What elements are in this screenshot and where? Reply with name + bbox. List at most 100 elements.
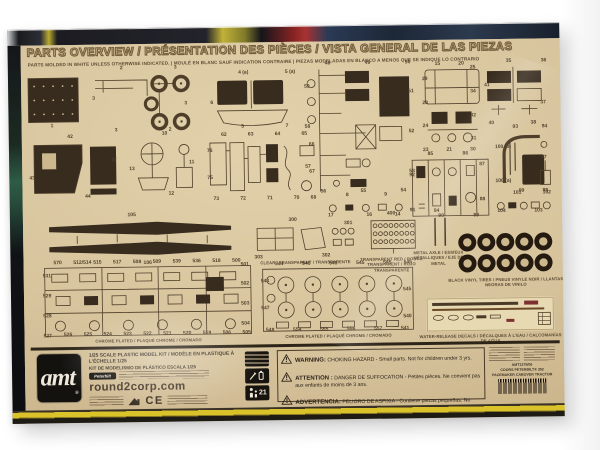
part-number: 545: [403, 258, 412, 265]
part-number: 300: [288, 216, 297, 223]
part-number: 520: [182, 330, 192, 337]
part-number: 1: [50, 123, 54, 130]
part-number: 32: [470, 111, 477, 118]
part-number: 103: [534, 207, 543, 214]
part-number: 544: [275, 260, 284, 267]
warning-row-en: WARNING: CHOKING HAZARD - Small parts. N…: [280, 350, 481, 370]
part-number: 13: [129, 166, 135, 173]
part-number: 56: [320, 188, 327, 195]
part-number: 67: [309, 168, 315, 175]
part-number: 105: [127, 212, 136, 219]
part-number: 34: [470, 88, 476, 95]
part-number: 71: [267, 195, 273, 202]
part-number: 93: [512, 123, 519, 130]
part-number: 85: [427, 150, 434, 157]
part-number: 500: [232, 257, 241, 264]
part-number: 302: [321, 252, 331, 259]
warning-label: WARNING:: [294, 357, 326, 365]
brand-text: amt: [40, 364, 76, 391]
part-number: 62: [221, 131, 227, 138]
part-number: 17: [328, 212, 334, 219]
part-number: 55: [360, 187, 367, 194]
part-number: 2: [168, 126, 172, 133]
part-number: 545: [383, 259, 392, 266]
part-number: 545: [329, 259, 338, 266]
part-number: 519: [202, 330, 212, 337]
part-number: 14: [394, 211, 401, 218]
part-number: 87: [479, 160, 485, 167]
age-badge: 21: [245, 385, 270, 401]
part-number: 24: [422, 123, 429, 130]
part-number: 527: [43, 332, 52, 339]
footer-info-strip: amt ® 1/25 SCALE PLASTIC MODEL KIT / MOD…: [31, 346, 561, 411]
part-number: 501: [240, 261, 249, 268]
age-number: 21: [258, 389, 267, 397]
part-number: 504: [241, 320, 250, 327]
part-number: 9: [384, 191, 388, 198]
part-number: 3: [92, 95, 96, 102]
warning-box: WARNING: CHOKING HAZARD - Small parts. N…: [276, 347, 486, 411]
part-number: 84: [433, 207, 440, 214]
part-number: 508: [132, 258, 142, 265]
part-number: 3: [173, 64, 177, 71]
part-number: 40: [488, 120, 495, 127]
model-kit-box-back: PARTS OVERVIEW / PRÉSENTATION DES PIÈCES…: [7, 22, 565, 424]
part-number: 42: [67, 133, 73, 140]
part-number: 555: [319, 326, 329, 333]
importer-microtext: [167, 395, 208, 405]
part-number: 35: [505, 57, 512, 64]
part-number: 5: [241, 123, 245, 130]
part-number: 94: [541, 122, 548, 129]
part-number: 521: [163, 330, 172, 337]
part-number: 59: [304, 83, 310, 90]
warning-row-es: ADVERTENCIA: PELIGRO DE ASFIXIA - Contie…: [281, 392, 481, 411]
part-number: 545: [402, 285, 412, 292]
part-number: 91: [409, 206, 416, 213]
part-number: 7: [285, 122, 289, 129]
part-number: 68: [310, 194, 317, 201]
part-number: 509: [152, 258, 162, 265]
parts-caption: CHROME PLATED / PLAQUÉ CHROME / CROMADO: [285, 332, 392, 340]
compliance-badges: 21: [244, 351, 270, 401]
part-number: 526: [63, 331, 73, 339]
part-number: 11: [189, 159, 195, 166]
kit-name-line2: PACEMAKER CABOVER TRACTOR: [491, 371, 553, 377]
part-number: 21: [446, 146, 453, 153]
part-number: 36: [540, 56, 547, 63]
part-number: 49: [364, 59, 371, 66]
warning-row-fr: ATTENTION : DANGER DE SUFFOCATION - Peti…: [281, 368, 481, 395]
kit-id-block: AMT1375/06 COORS PETERBILT® 352 PACEMAKE…: [488, 346, 556, 395]
part-number: 556: [346, 326, 356, 333]
part-number: 52: [408, 128, 415, 135]
part-number: 12: [168, 190, 175, 197]
round2-logo-icon: [128, 397, 140, 405]
part-number: 16: [366, 211, 373, 218]
part-number: 97: [541, 154, 547, 161]
amt-logo: amt ®: [36, 353, 82, 403]
barcode: [498, 378, 547, 395]
part-number: 41: [484, 82, 490, 89]
part-number: 86: [462, 149, 469, 157]
warning-label: ADVERTENCIA:: [295, 398, 341, 406]
part-number: 540: [403, 312, 412, 319]
part-number: 2: [119, 64, 123, 71]
ce-mark: CE: [145, 394, 164, 407]
part-number: 54: [400, 187, 407, 194]
part-number: 3: [114, 127, 118, 134]
peterbilt-license-badge: Peterbilt: [89, 372, 116, 380]
legal-microtext: [118, 370, 209, 380]
part-number: 502: [240, 280, 250, 287]
part-number: 301: [343, 219, 353, 226]
part-number: 65: [301, 130, 308, 137]
part-number: 104: [497, 207, 506, 215]
